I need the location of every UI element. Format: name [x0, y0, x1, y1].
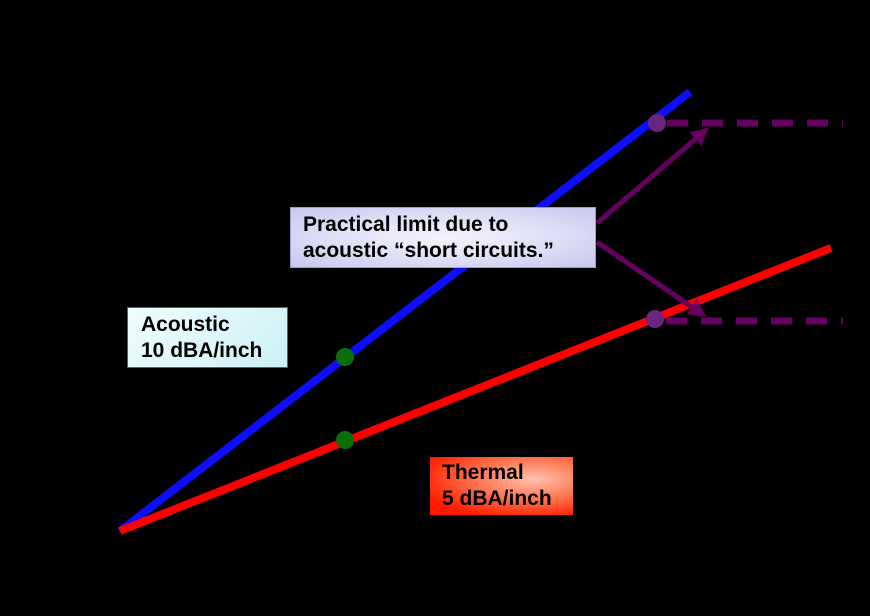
thermal-line: [118, 244, 833, 535]
arrow-to-acoustic-limit: [595, 127, 710, 225]
practical-limit-text-line2: acoustic “short circuits.”: [303, 239, 554, 262]
acoustic-green-dot: [336, 348, 354, 366]
acoustic-line: [117, 88, 693, 535]
thermal-green-dot: [336, 431, 354, 449]
annotation-arrows-group: [595, 127, 710, 318]
thermal-label-name: Thermal: [442, 461, 524, 484]
arrow-to-thermal-limit: [595, 239, 707, 318]
practical-limit-text-line1: Practical limit due to: [303, 213, 509, 236]
acoustic-label-name: Acoustic: [141, 313, 230, 336]
practical-limit-callout: Practical limit due to acoustic “short c…: [290, 207, 596, 268]
limit-dashed-lines-group: [666, 119, 843, 325]
thermal-limit-dot: [646, 310, 664, 328]
rate-lines-group: [117, 88, 833, 535]
thermal-series-label: Thermal 5 dBA/inch: [430, 457, 573, 515]
acoustic-limit-dot: [648, 114, 666, 132]
data-point-markers-group: [336, 114, 666, 449]
acoustic-label-rate: 10 dBA/inch: [141, 339, 263, 362]
thermal-label-rate: 5 dBA/inch: [442, 487, 552, 510]
acoustic-series-label: Acoustic 10 dBA/inch: [127, 307, 288, 368]
